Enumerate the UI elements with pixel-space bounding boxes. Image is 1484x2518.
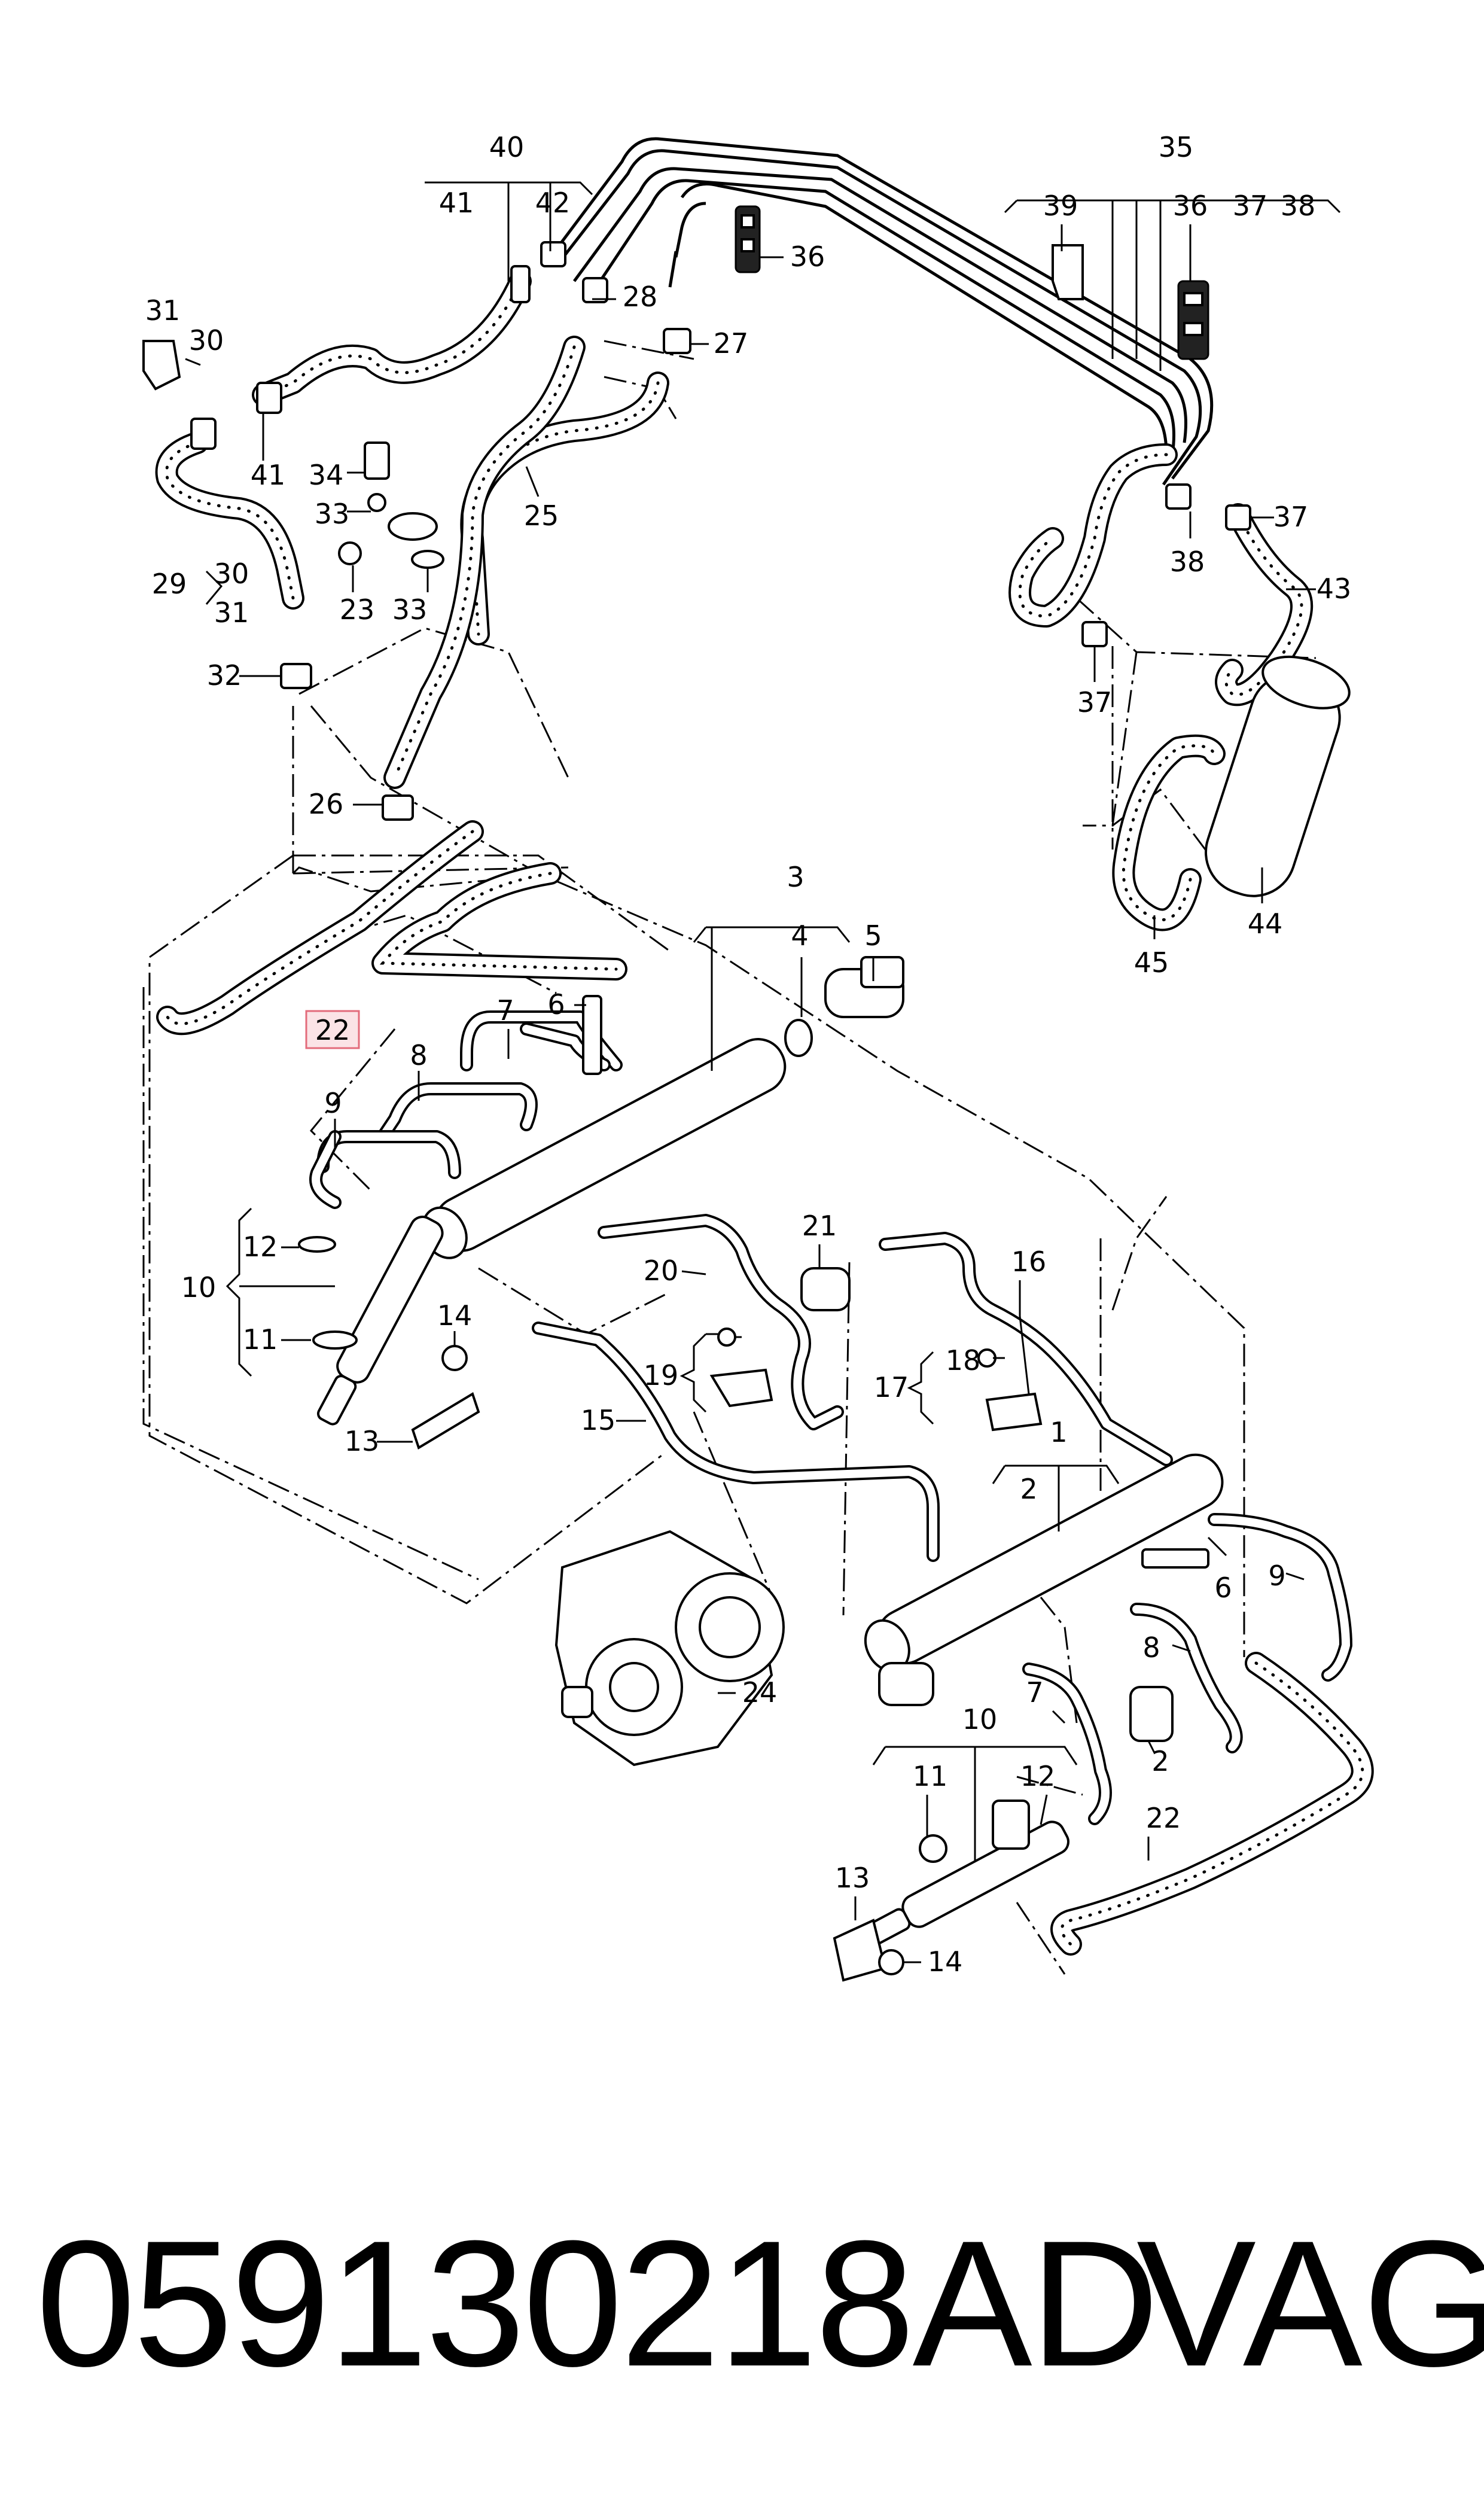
- callout-43[interactable]: 43: [1317, 573, 1352, 605]
- callout-1[interactable]: 1: [1050, 1416, 1067, 1448]
- callout-36-connector[interactable]: 36: [790, 240, 825, 273]
- callout-36-top[interactable]: 36: [1173, 190, 1208, 222]
- part-number: 059130218AD: [36, 2203, 1159, 2404]
- callout-34[interactable]: 34: [309, 459, 344, 491]
- callout-labels: 40 41 42 35 39 36 37 38 36 31 30 28 27 3…: [145, 131, 1352, 1978]
- callout-13-lower[interactable]: 13: [835, 1862, 870, 1894]
- parts: [142, 205, 1351, 1982]
- callout-4[interactable]: 4: [791, 919, 808, 952]
- callout-14-upper[interactable]: 14: [437, 1299, 473, 1332]
- callout-30-top[interactable]: 30: [189, 324, 224, 357]
- callout-30-mid[interactable]: 30: [214, 558, 249, 590]
- callout-44[interactable]: 44: [1248, 908, 1283, 940]
- callout-18[interactable]: 18: [946, 1344, 981, 1377]
- callout-45[interactable]: 45: [1134, 946, 1169, 979]
- callout-12-lower[interactable]: 12: [1020, 1760, 1056, 1792]
- callout-17[interactable]: 17: [874, 1371, 909, 1403]
- callout-14-lower[interactable]: 14: [928, 1945, 963, 1978]
- callout-9-upper[interactable]: 9: [324, 1087, 342, 1119]
- callout-35[interactable]: 35: [1159, 131, 1194, 163]
- callout-7-lower[interactable]: 7: [1026, 1676, 1043, 1709]
- callout-42[interactable]: 42: [535, 187, 571, 219]
- fuel-system-exploded-diagram: 22 40 41 42 35 39 36 37 38 36 31 30 28 2…: [142, 131, 1374, 1982]
- callout-31-top[interactable]: 31: [145, 294, 181, 327]
- callout-31-mid[interactable]: 31: [214, 596, 249, 629]
- callout-13-upper[interactable]: 13: [345, 1425, 380, 1457]
- callout-24[interactable]: 24: [742, 1676, 778, 1709]
- callout-33-upper[interactable]: 33: [315, 498, 350, 530]
- callout-6-upper[interactable]: 6: [547, 988, 565, 1021]
- callout-20[interactable]: 20: [644, 1255, 679, 1287]
- fuel-line-bundle: [549, 137, 1214, 486]
- callout-19[interactable]: 19: [644, 1359, 679, 1392]
- callout-32[interactable]: 32: [207, 659, 242, 692]
- callout-37-right[interactable]: 37: [1273, 501, 1309, 533]
- high-pressure-pump: [554, 1530, 785, 1767]
- callout-15[interactable]: 15: [581, 1404, 616, 1436]
- highlight-box: [305, 1010, 360, 1049]
- callout-6-lower[interactable]: 6: [1214, 1572, 1232, 1604]
- leader-lines: [185, 181, 1341, 1963]
- callout-38-right[interactable]: 38: [1170, 546, 1205, 578]
- callout-10-lower[interactable]: 10: [962, 1703, 998, 1735]
- callout-8-lower[interactable]: 8: [1142, 1631, 1160, 1664]
- callout-28[interactable]: 28: [623, 281, 658, 313]
- callout-38-top[interactable]: 38: [1281, 190, 1316, 222]
- callout-39[interactable]: 39: [1043, 190, 1078, 222]
- callout-26[interactable]: 26: [309, 788, 344, 820]
- callout-25[interactable]: 25: [524, 500, 559, 532]
- callout-16[interactable]: 16: [1011, 1246, 1047, 1278]
- callout-2-lower[interactable]: 2: [1151, 1745, 1169, 1777]
- callout-40[interactable]: 40: [489, 131, 525, 163]
- highlighted-callout[interactable]: 22: [305, 1010, 360, 1049]
- injector-lines: [309, 1010, 1352, 1825]
- callout-7-upper[interactable]: 7: [496, 994, 514, 1027]
- callout-11-upper[interactable]: 11: [243, 1323, 278, 1356]
- callout-29[interactable]: 29: [152, 568, 187, 600]
- callout-11-lower[interactable]: 11: [913, 1760, 948, 1792]
- callout-22-highlighted[interactable]: 22: [315, 1014, 351, 1046]
- callout-37-lower[interactable]: 37: [1077, 686, 1113, 718]
- dotted-hoses: [155, 270, 1374, 1956]
- callout-22-lower[interactable]: 22: [1146, 1802, 1181, 1834]
- brand-label: VAG: [1136, 2203, 1484, 2404]
- callout-12-upper[interactable]: 12: [243, 1231, 278, 1263]
- callout-5[interactable]: 5: [864, 919, 882, 952]
- callout-23[interactable]: 23: [340, 593, 375, 626]
- callout-37-top[interactable]: 37: [1233, 190, 1268, 222]
- callout-21[interactable]: 21: [802, 1210, 837, 1242]
- callout-41-lower[interactable]: 41: [251, 459, 286, 491]
- callout-2-upper[interactable]: 2: [1020, 1473, 1037, 1505]
- callout-8-upper[interactable]: 8: [410, 1039, 427, 1071]
- callout-33-lower[interactable]: 33: [392, 593, 428, 626]
- callout-9-lower[interactable]: 9: [1268, 1560, 1285, 1592]
- callout-10-upper[interactable]: 10: [181, 1271, 217, 1304]
- callout-27[interactable]: 27: [714, 327, 749, 360]
- callout-3[interactable]: 3: [787, 861, 804, 893]
- callout-41[interactable]: 41: [439, 187, 474, 219]
